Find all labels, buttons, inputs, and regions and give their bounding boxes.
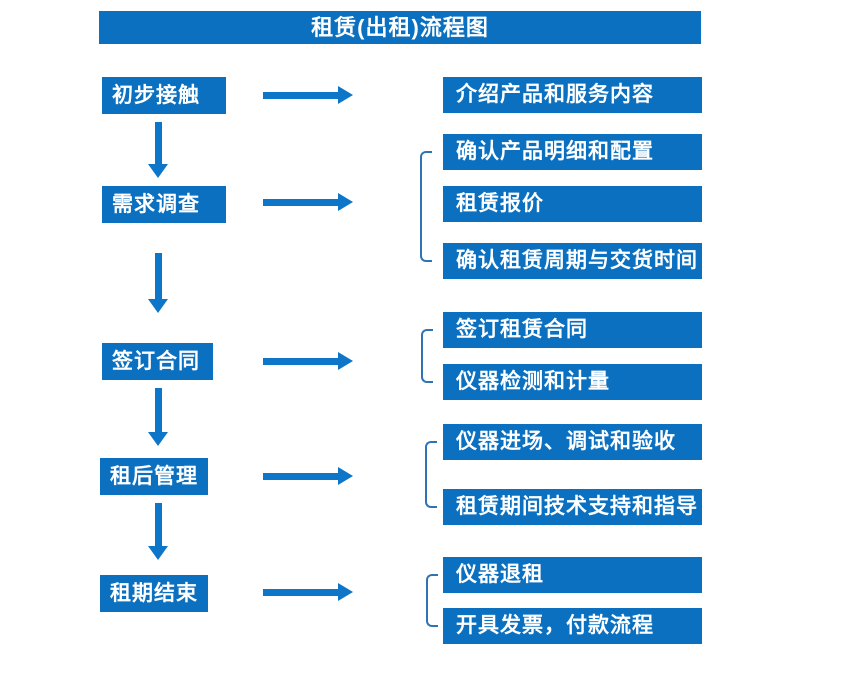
arrow-head (148, 546, 168, 560)
step-box-sign-contract: 签订合同 (102, 343, 213, 380)
bracket (426, 574, 438, 627)
arrow-head (338, 86, 353, 104)
arrow-shaft (263, 92, 338, 99)
arrow-head (338, 467, 353, 485)
bracket (425, 441, 437, 508)
detail-box: 租赁报价 (443, 186, 702, 222)
step-box-post-rental-management: 租后管理 (100, 458, 208, 495)
detail-box: 签订租赁合同 (443, 312, 702, 348)
detail-box: 仪器检测和计量 (443, 364, 702, 400)
arrow-shaft (263, 199, 338, 206)
detail-box: 开具发票，付款流程 (443, 608, 702, 644)
arrow-head (338, 583, 353, 601)
arrow-shaft (263, 589, 338, 596)
arrow-head (338, 193, 353, 211)
arrow-head (148, 299, 168, 313)
arrow-head (148, 164, 168, 178)
step-box-rental-end: 租期结束 (100, 575, 208, 612)
detail-box: 租赁期间技术支持和指导 (443, 489, 702, 525)
arrow-shaft (155, 122, 162, 164)
detail-box: 仪器退租 (443, 557, 702, 593)
detail-box: 确认租赁周期与交货时间 (443, 243, 702, 279)
detail-box: 仪器进场、调试和验收 (443, 424, 702, 460)
page-title: 租赁(出租)流程图 (99, 11, 701, 44)
detail-box: 介绍产品和服务内容 (443, 77, 702, 113)
arrow-head (148, 432, 168, 446)
bracket (421, 329, 433, 383)
step-box-demand-survey: 需求调查 (102, 186, 226, 223)
arrow-shaft (155, 253, 162, 299)
detail-box: 确认产品明细和配置 (443, 134, 702, 170)
arrow-head (338, 352, 353, 370)
arrow-shaft (263, 473, 338, 480)
arrow-shaft (155, 388, 162, 432)
bracket (420, 151, 432, 262)
step-box-initial-contact: 初步接触 (102, 77, 226, 114)
arrow-shaft (263, 358, 338, 365)
arrow-shaft (155, 503, 162, 546)
